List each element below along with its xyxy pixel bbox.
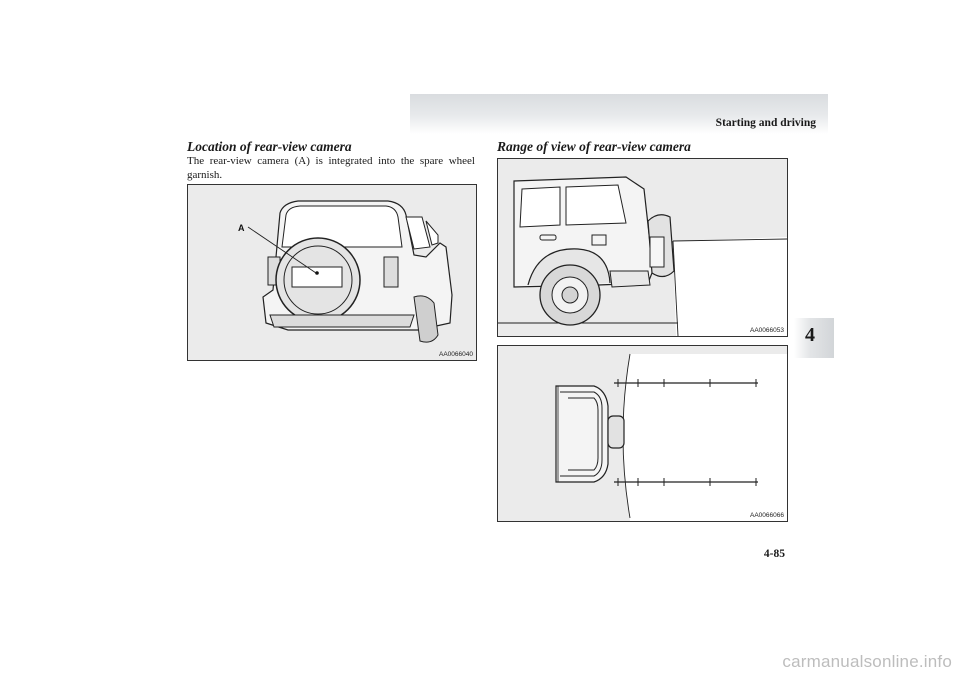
header-band xyxy=(410,94,828,134)
callout-label-a: A xyxy=(238,223,245,233)
figure-code: AA0066040 xyxy=(439,351,473,358)
chapter-tab xyxy=(794,318,834,358)
range-top-illustration xyxy=(498,346,787,521)
range-side-illustration xyxy=(498,159,787,336)
section-heading-location: Location of rear-view camera xyxy=(187,139,352,154)
figure-code: AA0066066 xyxy=(750,512,784,519)
figure-range-top: AA0066066 xyxy=(497,345,788,522)
figure-range-side: AA0066053 xyxy=(497,158,788,337)
figure-camera-location: A AA0066040 xyxy=(187,184,477,361)
vehicle-rear-illustration: A xyxy=(188,185,476,360)
figure-code: AA0066053 xyxy=(750,327,784,334)
running-header: Starting and driving xyxy=(715,117,816,129)
page-number: 4-85 xyxy=(763,548,785,560)
watermark: carmanualsonline.info xyxy=(782,652,952,671)
chapter-tab-number: 4 xyxy=(805,324,815,346)
section-body-location: The rear-view camera (A) is integrated i… xyxy=(187,155,475,181)
section-heading-range: Range of view of rear-view camera xyxy=(497,139,691,154)
